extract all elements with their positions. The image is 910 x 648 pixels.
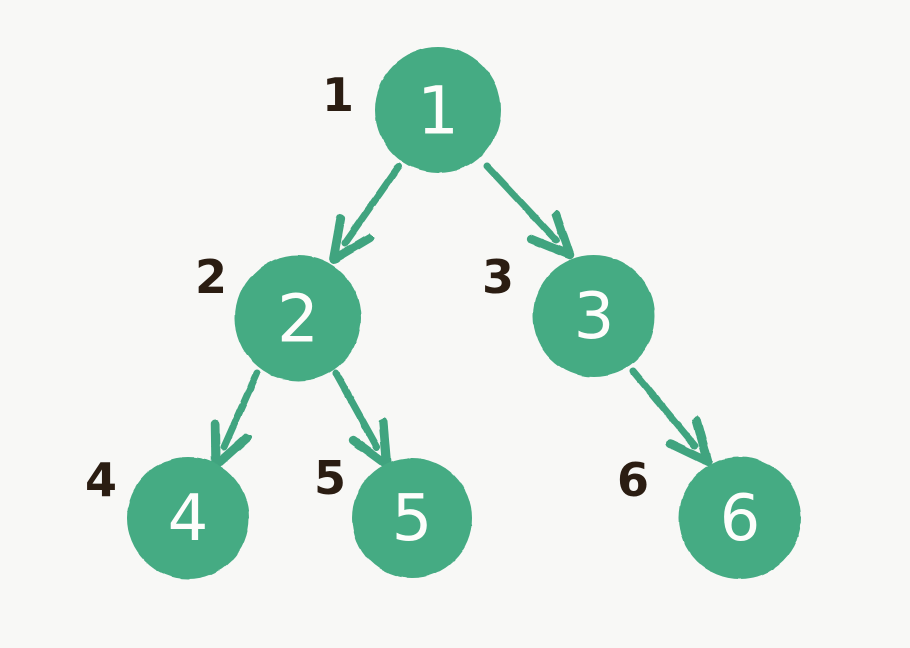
node-value-5: 5 [392,482,433,556]
tree-node-1[interactable]: 1 [375,47,501,173]
node-circle-5[interactable] [352,458,472,578]
edge-1-to-3 [483,162,556,240]
edge-2-to-5 [332,369,377,447]
tree-node-2[interactable]: 2 [235,255,361,381]
node-circle-2[interactable] [235,255,361,381]
node-label-6: 6 [617,453,649,507]
node-circle-3[interactable] [533,255,655,377]
edge-1-to-2 [345,162,403,243]
node-circle-4[interactable] [127,457,249,579]
node-label-5: 5 [314,451,346,505]
tree-node-6[interactable]: 6 [679,457,801,579]
tree-node-5[interactable]: 5 [352,458,472,578]
node-value-1: 1 [417,73,459,150]
edge-3-to-6 [629,367,695,446]
tree-node-3[interactable]: 3 [533,255,655,377]
node-value-6: 6 [720,482,761,556]
node-label-4: 4 [85,453,117,507]
node-circle-6[interactable] [679,457,801,579]
node-label-1: 1 [322,68,354,122]
node-value-2: 2 [277,281,319,358]
edge-2-to-4 [224,369,261,447]
tree-node-4[interactable]: 4 [127,457,249,579]
node-value-3: 3 [574,280,615,354]
node-label-3: 3 [482,250,514,304]
edge-group [224,162,695,447]
node-label-2: 2 [195,250,227,304]
node-value-4: 4 [168,482,209,556]
node-circle-1[interactable] [375,47,501,173]
